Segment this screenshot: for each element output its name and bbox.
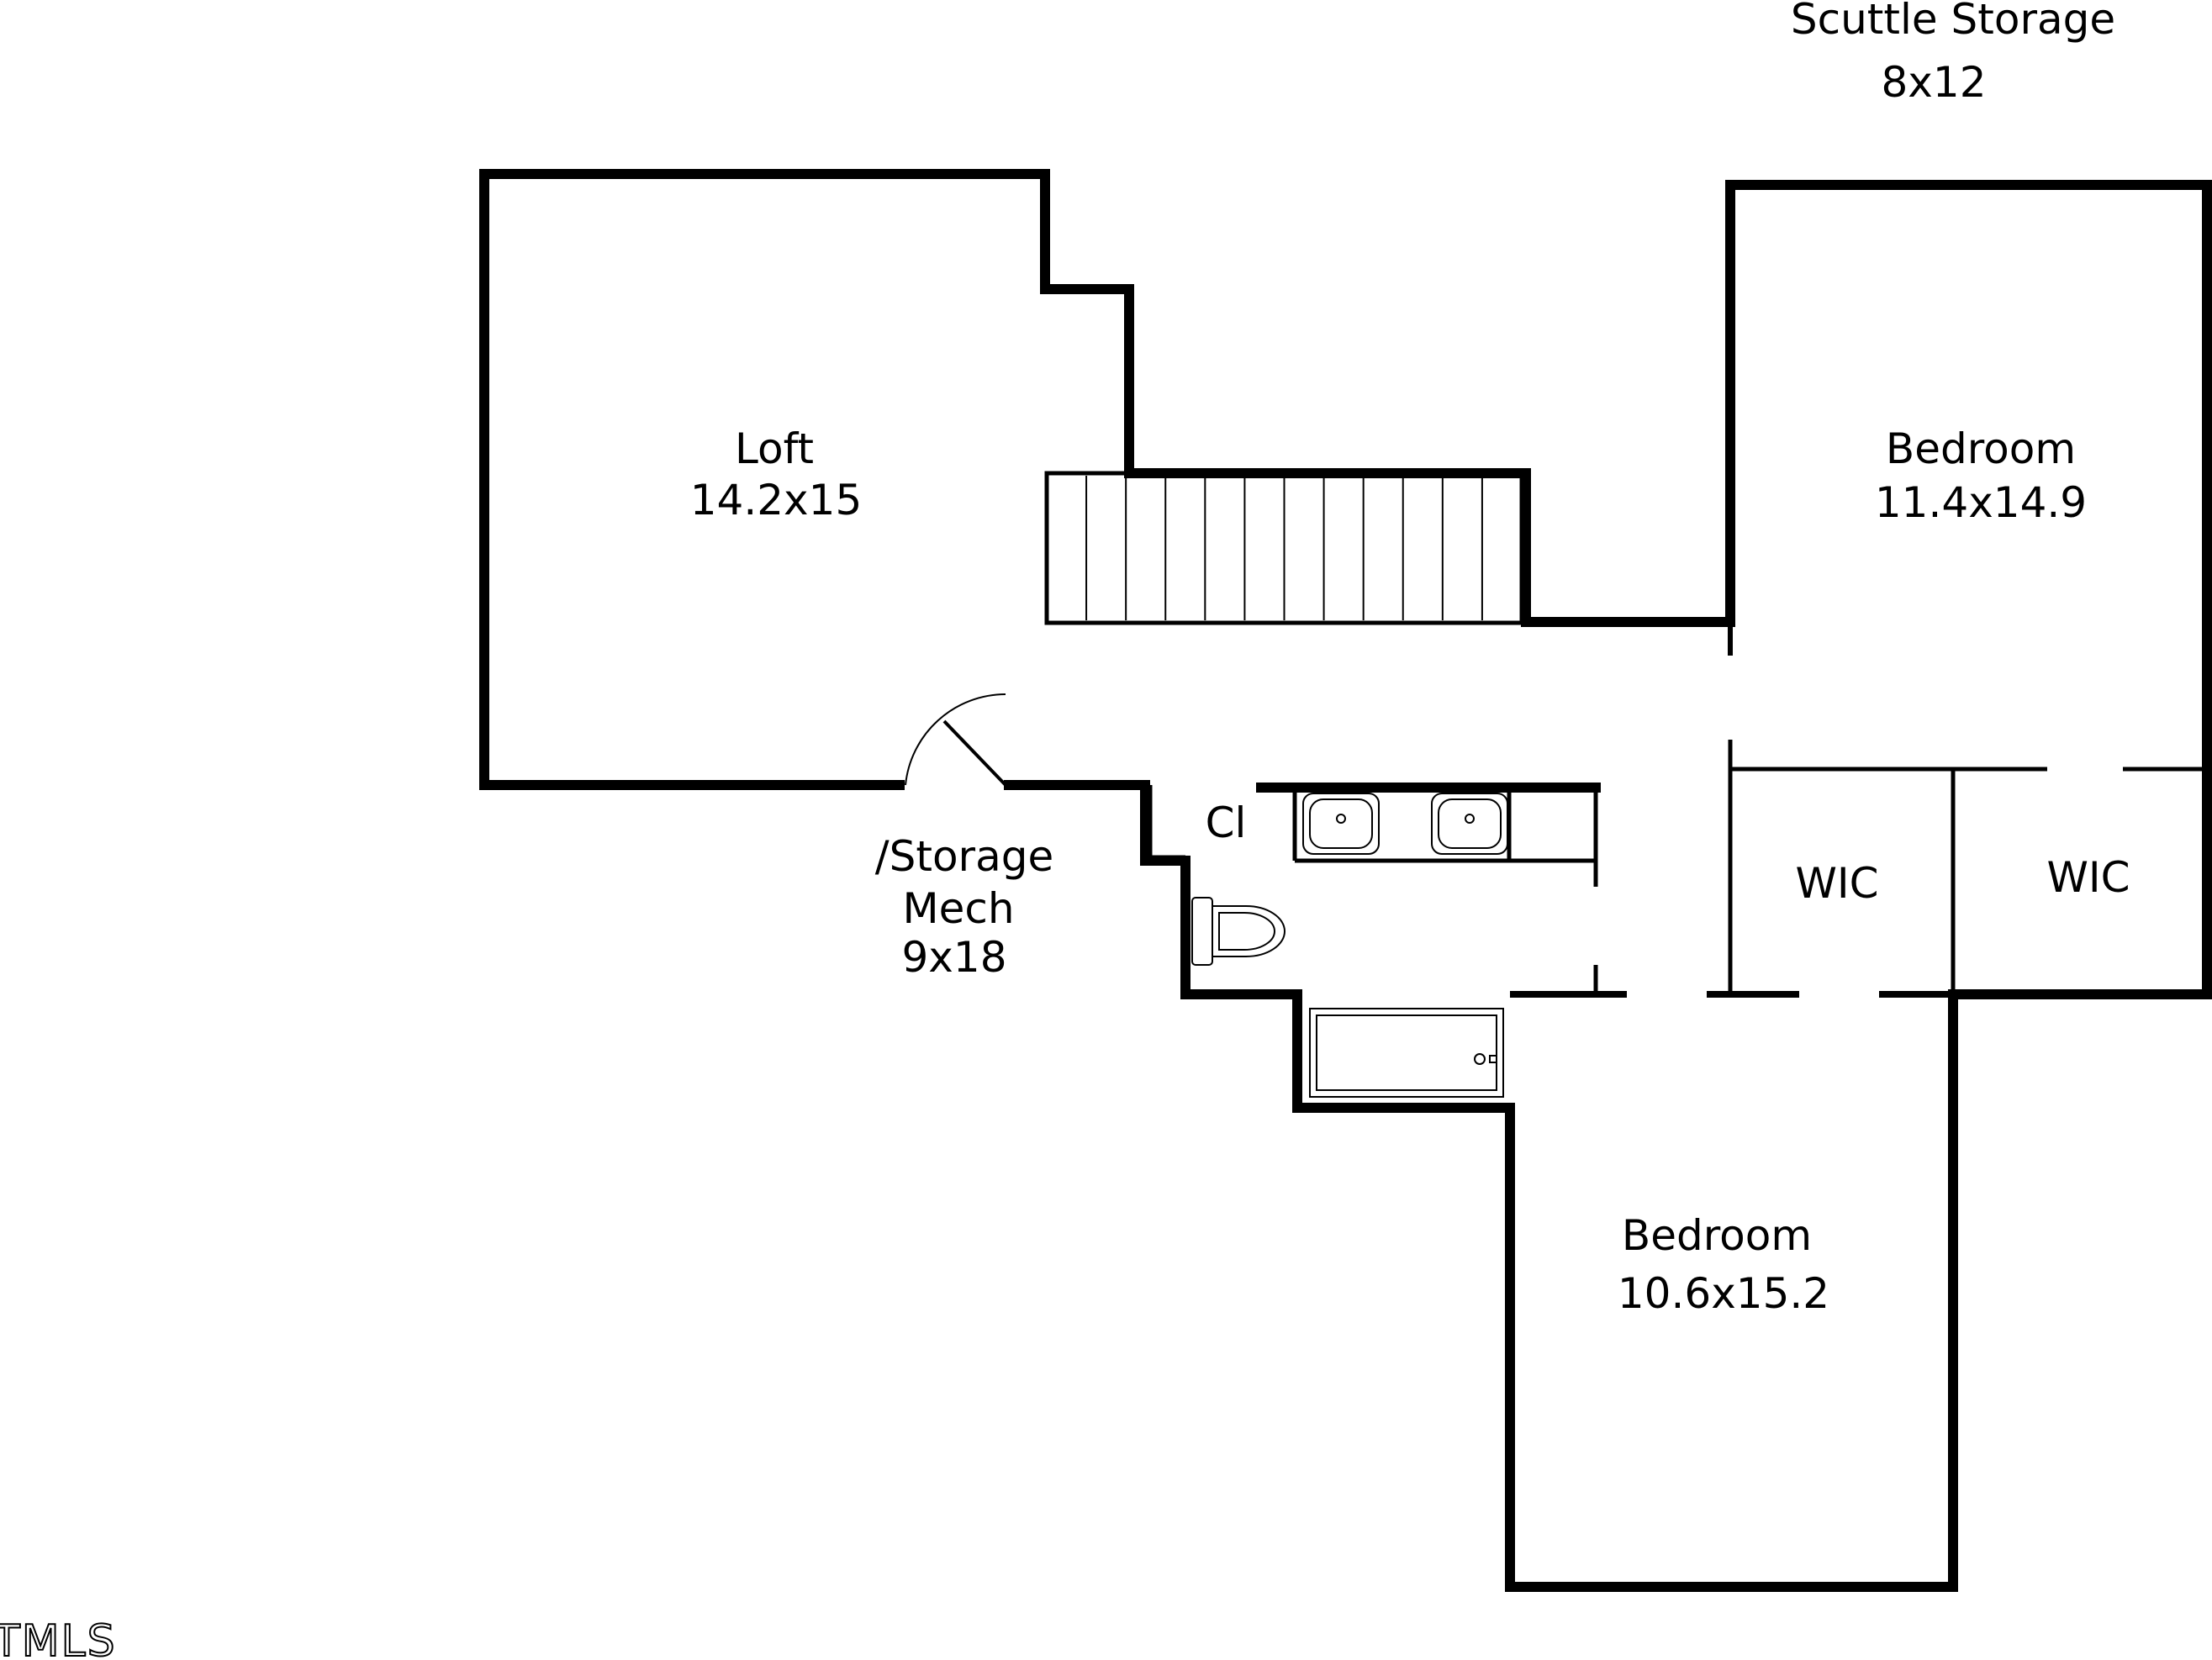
door-swing bbox=[905, 693, 1007, 787]
bedroom-upper-dims: 11.4x14.9 bbox=[1875, 478, 2087, 527]
bathtub-icon bbox=[1309, 1008, 1504, 1098]
sink-left-icon bbox=[1302, 793, 1380, 855]
bedroom-lower-dims: 10.6x15.2 bbox=[1618, 1269, 1829, 1318]
mech-storage-label: /Storage bbox=[875, 832, 1053, 881]
interior-walls bbox=[1148, 622, 2207, 998]
walls bbox=[479, 169, 2212, 1592]
vanity-sinks bbox=[1302, 793, 1508, 855]
loft-dims: 14.2x15 bbox=[690, 476, 863, 524]
watermark: TMLS bbox=[0, 1616, 117, 1660]
mech-label: Mech bbox=[902, 884, 1014, 933]
sink-right-icon bbox=[1431, 793, 1508, 855]
toilet-icon bbox=[1191, 897, 1285, 966]
mech-dims: 9x18 bbox=[901, 933, 1006, 982]
loft-label: Loft bbox=[735, 424, 814, 473]
scuttle-storage-label: Scuttle Storage bbox=[1791, 0, 2115, 44]
scuttle-storage-dims: 8x12 bbox=[1881, 58, 1986, 107]
wic-right-label: WIC bbox=[2046, 853, 2130, 902]
wic-left-label: WIC bbox=[1795, 859, 1878, 908]
closet-label: Cl bbox=[1206, 798, 1247, 847]
bedroom-lower-label: Bedroom bbox=[1622, 1211, 1812, 1260]
staircase bbox=[1044, 471, 1524, 625]
bedroom-upper-label: Bedroom bbox=[1886, 424, 2076, 473]
loft-wall bbox=[479, 169, 2212, 1592]
